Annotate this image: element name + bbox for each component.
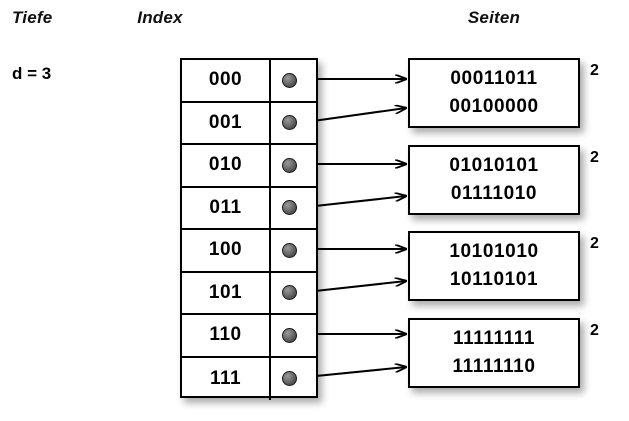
index-pointer-cell[interactable] [271, 103, 316, 144]
page-box[interactable]: 11111111 11111110 [408, 318, 580, 388]
page-record: 10110101 [449, 269, 539, 290]
pointer-dot-icon [282, 72, 297, 88]
index-key: 111 [182, 357, 271, 400]
pointer-dot-icon [282, 371, 297, 387]
index-pointer-cell[interactable] [271, 358, 316, 401]
page-record: 11111110 [452, 356, 536, 377]
pointer-dot-icon [282, 115, 297, 131]
column-header-depth: Tiefe [12, 8, 53, 27]
pointer-dot-icon [282, 157, 297, 173]
index-pointer-cell[interactable] [271, 60, 316, 101]
page-box[interactable]: 01010101 01111010 [408, 145, 580, 215]
index-pointer-cell[interactable] [271, 188, 316, 229]
table-row[interactable]: 011 [182, 187, 316, 230]
table-row[interactable]: 101 [182, 272, 316, 315]
table-row[interactable]: 001 [182, 102, 316, 145]
table-row[interactable]: 111 [182, 357, 316, 401]
arrow-row-101 [305, 281, 406, 294]
page-record: 11111111 [453, 327, 535, 349]
index-key: 101 [182, 272, 271, 313]
page-local-depth: 2 [590, 62, 599, 79]
page-box[interactable]: 10101010 10110101 [408, 231, 580, 301]
table-row[interactable]: 010 [182, 145, 316, 188]
arrow-row-111 [305, 367, 406, 379]
table-row[interactable]: 000 [182, 60, 316, 103]
pointer-dot-icon [282, 242, 297, 258]
page-record: 01010101 [449, 154, 539, 176]
index-key: 011 [182, 187, 271, 228]
table-row[interactable]: 110 [182, 315, 316, 358]
index-key: 001 [182, 102, 271, 143]
table-row[interactable]: 100 [182, 230, 316, 273]
page-record: 10101010 [449, 240, 539, 262]
arrow-row-001 [305, 108, 406, 124]
index-key: 010 [182, 145, 271, 186]
index-key: 000 [182, 60, 271, 101]
pointer-dot-icon [282, 327, 297, 343]
page-local-depth: 2 [590, 322, 599, 339]
global-depth-value: d = 3 [12, 64, 52, 83]
index-pointer-cell[interactable] [271, 315, 316, 356]
index-key: 110 [182, 315, 271, 356]
pointer-dot-icon [282, 285, 297, 301]
page-record: 00100000 [449, 96, 539, 117]
index-key: 100 [182, 230, 271, 271]
index-pointer-cell[interactable] [271, 145, 316, 186]
column-header-pages: Seiten [467, 8, 521, 27]
page-local-depth: 2 [590, 235, 599, 252]
page-box[interactable]: 00011011 00100000 [408, 58, 580, 128]
page-record: 00011011 [450, 67, 538, 89]
page-local-depth: 2 [590, 149, 599, 166]
index-pointer-cell[interactable] [271, 273, 316, 314]
arrow-row-011 [305, 196, 406, 209]
column-header-index: Index [137, 8, 183, 27]
pointer-dot-icon [282, 200, 297, 216]
index-pointer-cell[interactable] [271, 230, 316, 271]
page-record: 01111010 [450, 183, 538, 204]
index-table[interactable]: 000 001 010 011 100 101 110 111 [180, 58, 318, 401]
